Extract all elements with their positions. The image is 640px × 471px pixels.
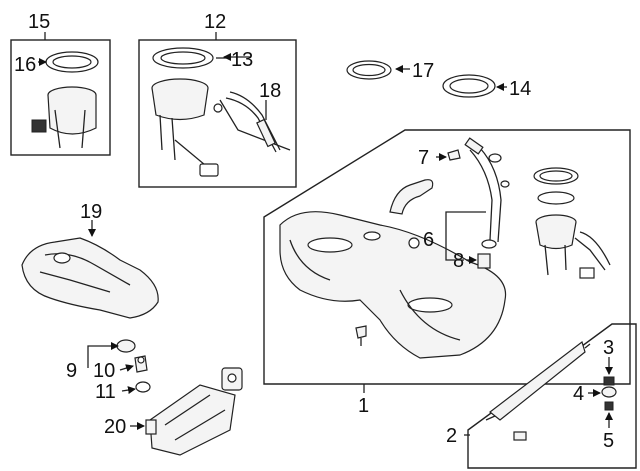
callout-20: 20 (104, 416, 126, 438)
callout-13: 13 (231, 49, 253, 71)
bracket-frame (467, 323, 637, 469)
callout-10: 10 (93, 360, 115, 382)
callout-18: 18 (259, 80, 281, 102)
callout-10-arrow (119, 364, 134, 372)
clamp-7 (447, 149, 461, 161)
fuel-tank (279, 211, 507, 359)
callout-6: 6 (423, 229, 434, 251)
hose-18 (229, 91, 281, 151)
part-9 (116, 339, 136, 353)
filler-neck (389, 179, 434, 215)
hose-6 (469, 149, 493, 241)
fuel-tank-group (263, 129, 631, 393)
callout-15: 15 (28, 11, 50, 33)
sender-body (151, 87, 209, 121)
callout-16: 16 (14, 54, 36, 76)
callout-19: 19 (80, 201, 102, 223)
strap-clip (513, 431, 527, 441)
callout-6-bracket-bottom (445, 238, 464, 261)
callout-6-bracket-top (445, 211, 486, 238)
valve-parts-9-10-11 (87, 339, 151, 395)
callout-9: 9 (66, 360, 77, 382)
group-12-sender-assembly (138, 32, 297, 188)
callout-5: 5 (603, 430, 614, 452)
callout-3: 3 (603, 337, 614, 359)
group-12-frame (138, 39, 297, 188)
ring-17 (346, 60, 410, 80)
callout-11-arrow (121, 386, 136, 395)
callout-2: 2 (446, 425, 457, 447)
ring-14 (442, 74, 507, 98)
group-15-pump-assembly (10, 32, 111, 156)
callout-8: 8 (453, 250, 464, 272)
callout-4: 4 (573, 383, 584, 405)
callout-9-bracket (87, 345, 115, 368)
right-ring-bottom (537, 191, 575, 205)
sender-float (199, 163, 219, 177)
heat-shield-19 (21, 220, 159, 319)
tank-opening-left (307, 237, 353, 253)
callout-17: 17 (412, 60, 434, 82)
callout-7: 7 (418, 147, 429, 169)
tank-frame (263, 129, 631, 385)
part-11 (135, 381, 151, 393)
bracket-group-2 (464, 323, 637, 469)
callout-14: 14 (509, 78, 531, 100)
hose-8 (477, 253, 491, 269)
callout-12: 12 (204, 11, 226, 33)
part-4 (601, 386, 617, 398)
tank-opening-right (407, 297, 453, 313)
part-5 (604, 401, 614, 411)
pump-connector (31, 119, 47, 133)
strap (489, 340, 586, 421)
callout-1: 1 (358, 395, 369, 417)
part-3 (603, 376, 615, 386)
group-15-frame (10, 39, 111, 156)
canister-20 (130, 367, 243, 456)
callout-11: 11 (95, 381, 116, 403)
